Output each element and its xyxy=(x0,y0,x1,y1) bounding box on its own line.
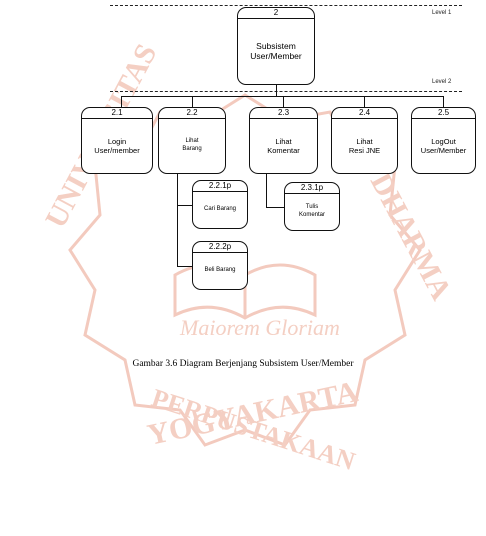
node-id: 2.4 xyxy=(332,108,397,119)
level-1-divider xyxy=(110,5,462,6)
node-lihat-resi-jne: 2.4 Lihat Resi JNE xyxy=(331,107,398,174)
level-2-label: Level 2 xyxy=(432,79,452,85)
node-label-line: Subsistem xyxy=(256,40,296,51)
node-lihat-barang: 2.2 Lihat Barang xyxy=(158,107,226,174)
node-label-line: Tulis xyxy=(305,204,319,211)
node-logout: 2.5 LogOut User/Member xyxy=(411,107,476,174)
node-id: 2.1 xyxy=(82,108,152,119)
barang-sub-link-1 xyxy=(177,205,192,206)
child-drop-line-2 xyxy=(192,96,193,107)
node-label-line: LogOut xyxy=(431,136,456,146)
barang-sub-link-2 xyxy=(177,266,192,267)
node-id: 2 xyxy=(238,8,314,19)
node-id: 2.5 xyxy=(412,108,475,119)
node-id: 2.2.2p xyxy=(193,242,247,253)
node-label-line: User/member xyxy=(94,145,140,155)
node-tulis-komentar: 2.3.1p Tulis Komentar xyxy=(284,182,340,231)
node-beli-barang: 2.2.2p Beli Barang xyxy=(192,241,248,290)
node-label-line: Lihat xyxy=(185,138,199,145)
node-label-line: Beli Barang xyxy=(204,266,236,273)
figure-caption: Gambar 3.6 Diagram Berjenjang Subsistem … xyxy=(132,359,354,369)
node-label-line: User/Member xyxy=(420,145,467,155)
children-bus-line xyxy=(121,96,444,97)
node-cari-barang: 2.2.1p Cari Barang xyxy=(192,180,248,229)
level-2-divider xyxy=(110,91,462,92)
node-root-subsistem: 2 Subsistem User/Member xyxy=(237,7,315,85)
node-label-line: Lihat xyxy=(275,136,292,146)
node-label-line: Lihat xyxy=(356,136,373,146)
node-label-line: Login xyxy=(107,136,127,146)
komentar-branch-line xyxy=(266,174,267,208)
node-id: 2.3 xyxy=(250,108,317,119)
child-drop-line-5 xyxy=(443,96,444,107)
node-label-line: Resi JNE xyxy=(348,145,381,155)
node-label-line: Barang xyxy=(182,145,202,152)
child-drop-line-4 xyxy=(364,96,365,107)
level-1-label: Level 1 xyxy=(432,10,452,16)
node-login: 2.1 Login User/member xyxy=(81,107,153,174)
svg-text:Maiorem Gloriam: Maiorem Gloriam xyxy=(179,315,340,340)
node-id: 2.3.1p xyxy=(285,183,339,194)
child-drop-line-1 xyxy=(121,96,122,107)
node-lihat-komentar: 2.3 Lihat Komentar xyxy=(249,107,318,174)
child-drop-line-3 xyxy=(283,96,284,107)
node-label-line: Komentar xyxy=(298,211,325,218)
svg-text:DHARMA: DHARMA xyxy=(364,168,458,306)
komentar-sub-link xyxy=(266,207,284,208)
node-id: 2.2.1p xyxy=(193,181,247,192)
node-label-line: User/Member xyxy=(250,51,302,61)
node-label-line: Cari Barang xyxy=(203,205,236,212)
barang-branch-line xyxy=(177,174,178,267)
root-stem-line xyxy=(276,84,277,96)
node-id: 2.2 xyxy=(159,108,225,119)
node-label-line: Komentar xyxy=(267,145,300,155)
